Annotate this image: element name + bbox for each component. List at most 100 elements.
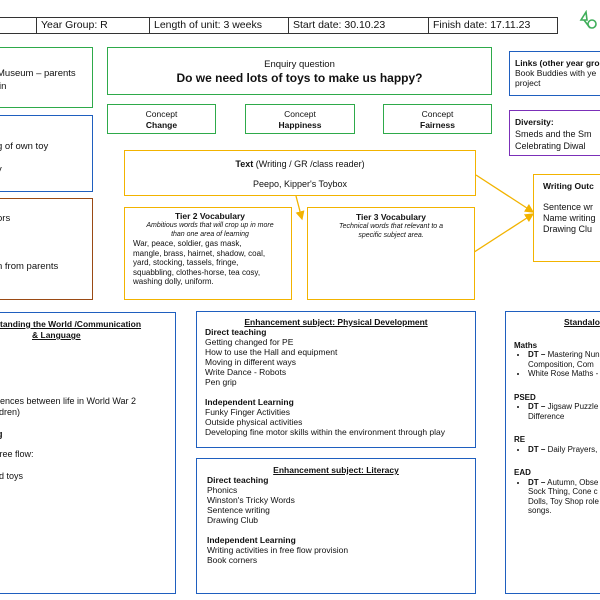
tier2-word-line: washing dolly, uniform. [133, 277, 214, 286]
diversity-line: Celebrating Diwal [515, 141, 586, 151]
tier2-word-line: mangle, brass, hairnet, shadow, coal, [133, 248, 266, 258]
tier3-title: Tier 3 Vocabulary [355, 212, 427, 222]
tier2-desc: Ambitious words that will crop up in mor… [133, 222, 287, 239]
tier2-box: Tier 2 Vocabulary Ambitious words that w… [124, 207, 292, 300]
header-year-group: Year Group: R [37, 17, 150, 34]
dt-label: DT – [528, 350, 546, 359]
links-line: project [515, 78, 541, 88]
physical-direct-heading: Direct teaching [205, 327, 267, 337]
physical-independent-heading: Independent Learning [205, 397, 294, 407]
left-box-visitors: ors n from parents [0, 198, 93, 300]
understanding-title: & Language [32, 330, 81, 340]
concept-name: Change [145, 120, 178, 130]
left-box-trips-line: Museum – parents [0, 68, 76, 79]
standalone-line: Dolls, Toy Shop role [528, 496, 599, 506]
tier2-word-line: squabbling, clothes-horse, tea cosy, [133, 267, 261, 277]
understanding-line: rences between life in World War 2 [0, 396, 137, 406]
understanding-heading: g [0, 429, 175, 440]
physical-independent-item: Outside physical activities [205, 417, 303, 427]
left-box-visitors-line: n from parents [0, 261, 59, 272]
left-box-outcomes: g of own toy y [0, 115, 93, 192]
physical-development-box: Enhancement subject: Physical Developmen… [196, 311, 476, 448]
concept-happiness: Concept Happiness [245, 104, 355, 134]
enquiry-box: Enquiry question Do we need lots of toys… [107, 47, 492, 95]
writing-outcome-box: Writing Outc Sentence wr Name writing Dr… [533, 174, 600, 262]
concept-label: Concept [145, 109, 178, 119]
understanding-toys: ld toys [0, 471, 24, 481]
standalone-line: songs. [528, 506, 552, 515]
literacy-independent-heading: Independent Learning [207, 535, 296, 545]
dt-label: DT – [528, 477, 546, 487]
arrow-to-writing [475, 174, 535, 213]
concept-change: Concept Change [107, 104, 216, 134]
literacy-direct-item: Winston's Tricky Words [207, 495, 295, 505]
tier3-desc-line: Technical words that relevant to a [338, 223, 444, 230]
standalone-title: Standalo [564, 317, 600, 327]
understanding-line: ldren) [0, 407, 21, 417]
concept-name: Happiness [278, 120, 322, 130]
links-title: Links (other year gro [515, 58, 600, 68]
text-box-subtitle: (Writing / GR /class reader) [255, 159, 365, 169]
header-length: Length of unit: 3 weeks [150, 17, 289, 34]
physical-independent-item: Developing fine motor skills within the … [205, 427, 446, 437]
standalone-line: Sock Thing, Cone c [528, 487, 598, 496]
writing-outcome-line: Sentence wr [543, 202, 594, 212]
standalone-psed-heading: PSED [514, 392, 536, 402]
concept-name: Fairness [420, 120, 455, 130]
standalone-line: Jigsaw Puzzle 3 [547, 402, 600, 411]
standalone-line: Autumn, Obse [547, 477, 599, 487]
header-start-date: Start date: 30.10.23 [289, 17, 429, 34]
literacy-direct-heading: Direct teaching [207, 475, 269, 485]
physical-direct-item: How to use the Hall and equipment [205, 347, 338, 357]
left-box-outcomes-line: g of own toy [0, 141, 49, 152]
tier3-box: Tier 3 Vocabulary Technical words that r… [307, 207, 475, 300]
dt-label: DT – [528, 444, 546, 454]
diversity-line: Smeds and the Sm [515, 129, 592, 139]
diversity-box: Diversity: Smeds and the Sm Celebrating … [509, 110, 600, 156]
concept-fairness: Concept Fairness [383, 104, 492, 134]
standalone-line: Difference [528, 411, 565, 421]
standalone-maths-heading: Maths [514, 340, 538, 350]
arrow-to-tier3 [295, 195, 305, 221]
physical-direct-item: Moving in different ways [205, 357, 297, 367]
standalone-line: Daily Prayers, D [547, 444, 600, 454]
writing-outcome-line: Name writing [543, 213, 596, 223]
physical-direct-item: Getting changed for PE [205, 337, 294, 347]
physical-independent-item: Funky Finger Activities [205, 407, 291, 417]
writing-outcome-line: Drawing Clu [543, 224, 593, 234]
literacy-box: Enhancement subject: Literacy Direct tea… [196, 458, 476, 594]
text-box: Text (Writing / GR /class reader) Peepo,… [124, 150, 476, 196]
literacy-direct-item: Sentence writing [207, 505, 270, 515]
tier2-title: Tier 2 Vocabulary [174, 211, 246, 221]
tier2-word-line: yard, stocking, tassels, fringe, [133, 258, 239, 267]
left-box-trips-line: in [0, 81, 7, 92]
understanding-title: tanding the World /Communication [0, 319, 142, 329]
school-logo-icon [578, 9, 600, 34]
physical-title: Enhancement subject: Physical Developmen… [244, 317, 428, 327]
physical-direct-item: Pen grip [205, 377, 237, 387]
literacy-title: Enhancement subject: Literacy [273, 465, 399, 475]
concept-label: Concept [421, 109, 454, 119]
arrow-tier3-to-writing [464, 213, 535, 259]
links-line: Book Buddies with ye [515, 68, 597, 78]
writing-outcome-title: Writing Outc [543, 181, 594, 191]
literacy-independent-item: Writing activities in free flow provisio… [207, 545, 349, 555]
standalone-re-heading: RE [514, 435, 526, 444]
enquiry-label: Enquiry question [264, 59, 335, 70]
enquiry-question: Do we need lots of toys to make us happy… [176, 71, 423, 85]
tier3-desc-line: specific subject area. [358, 231, 424, 239]
dt-label: DT – [528, 402, 546, 411]
standalone-ead-heading: EAD [514, 468, 531, 477]
tier2-desc-line: than one area of learning [171, 230, 249, 238]
concept-label: Concept [284, 109, 316, 119]
standalone-re-list: DT – Daily Prayers, D [514, 445, 600, 455]
literacy-direct-item: Phonics [207, 485, 238, 495]
tier2-word-line: War, peace, soldier, gas mask, [133, 239, 242, 248]
physical-direct-item: Write Dance - Robots [205, 367, 287, 377]
